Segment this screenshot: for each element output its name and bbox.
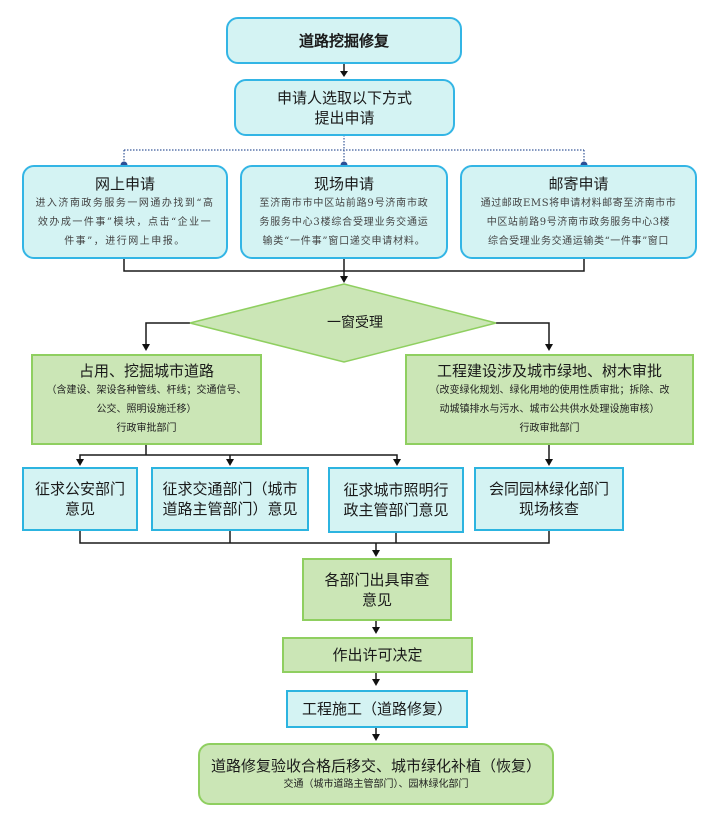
branch-road: 占用、挖掘城市道路 （含建设、架设各种管线、杆线；交通信号、 公交、照明设施迁移… xyxy=(31,354,262,445)
method-desc-line: 中区站前路9号济南市政务服务中心3楼 xyxy=(486,216,671,228)
branch-dept: 行政审批部门 xyxy=(519,423,580,434)
branch-desc-line: 公交、照明设施迁移） xyxy=(96,404,197,415)
branch-dept: 行政审批部门 xyxy=(116,423,177,434)
consult-line: 会同园林绿化部门 xyxy=(488,480,609,498)
method-title: 现场申请 xyxy=(313,174,374,193)
intro-box: 申请人选取以下方式 提出申请 xyxy=(234,79,455,136)
method-desc-line: 综合受理业务交通运输类“一件事”窗口 xyxy=(487,235,670,247)
consult-lighting: 征求城市照明行 政主管部门意见 xyxy=(328,467,464,533)
method-mail: 邮寄申请 通过邮政EMS将申请材料邮寄至济南市市 中区站前路9号济南市政务服务中… xyxy=(460,165,697,259)
consult-line: 道路主管部门）意见 xyxy=(162,500,298,518)
title-text: 道路挖掘修复 xyxy=(298,31,389,50)
consult-line: 意见 xyxy=(64,500,95,518)
method-desc-line: 件事”，进行网上申报。 xyxy=(64,235,186,247)
consult-police: 征求公安部门 意见 xyxy=(22,467,138,531)
consult-line: 现场核查 xyxy=(518,500,579,518)
method-desc-line: 至济南市市中区站前路9号济南市政 xyxy=(259,197,429,209)
method-title: 邮寄申请 xyxy=(548,174,609,193)
consult-traffic: 征求交通部门（城市 道路主管部门）意见 xyxy=(151,467,309,531)
final-box: 道路修复验收合格后移交、城市绿化补植（恢复） 交通（城市道路主管部门）、园林绿化… xyxy=(198,743,554,805)
intro-line1: 申请人选取以下方式 xyxy=(276,88,412,107)
construction-text: 工程施工（道路修复） xyxy=(301,700,452,718)
method-desc-line: 输类“一件事”窗口递交申请材料。 xyxy=(262,235,426,247)
intro-line2: 提出申请 xyxy=(314,108,375,127)
decision-label: 一窗受理 xyxy=(327,315,383,331)
consult-landscape: 会同园林绿化部门 现场核查 xyxy=(474,467,624,531)
method-desc-line: 通过邮政EMS将申请材料邮寄至济南市市 xyxy=(480,197,677,209)
title-box: 道路挖掘修复 xyxy=(226,17,462,64)
consult-line: 征求城市照明行 xyxy=(343,481,449,499)
method-desc-line: 务服务中心3楼综合受理业务交通运 xyxy=(259,216,429,228)
construction-box: 工程施工（道路修复） xyxy=(286,690,468,728)
permit-decision-text: 作出许可决定 xyxy=(332,646,423,664)
branch-title: 占用、挖掘城市道路 xyxy=(78,362,214,380)
permit-decision-box: 作出许可决定 xyxy=(282,637,473,673)
branch-desc-line: 动城镇排水与污水、城市公共供水处理设施审核） xyxy=(439,404,660,415)
method-desc-line: 效办成一件事”模块，点击“企业一 xyxy=(37,216,213,228)
review-line1: 各部门出具审查 xyxy=(324,570,430,589)
method-onsite: 现场申请 至济南市市中区站前路9号济南市政 务服务中心3楼综合受理业务交通运 输… xyxy=(240,165,448,259)
branch-desc-line: （改变绿化规划、绿化用地的使用性质审批；拆除、改 xyxy=(429,385,670,396)
branch-title: 工程建设涉及城市绿地、树木审批 xyxy=(436,362,662,380)
method-desc-line: 进入济南政务服务一网通办找到“高 xyxy=(35,197,215,209)
method-online: 网上申请 进入济南政务服务一网通办找到“高 效办成一件事”模块，点击“企业一 件… xyxy=(22,165,228,259)
review-line2: 意见 xyxy=(361,590,392,609)
branch-desc-line: （含建设、架设各种管线、杆线；交通信号、 xyxy=(46,385,247,396)
final-title: 道路修复验收合格后移交、城市绿化补植（恢复） xyxy=(210,756,541,775)
branch-greenery: 工程建设涉及城市绿地、树木审批 （改变绿化规划、绿化用地的使用性质审批；拆除、改… xyxy=(405,354,694,445)
method-title: 网上申请 xyxy=(94,174,155,193)
consult-line: 征求公安部门 xyxy=(34,480,125,498)
consult-line: 政主管部门意见 xyxy=(343,501,449,519)
consult-line: 征求交通部门（城市 xyxy=(162,480,298,498)
final-sub: 交通（城市道路主管部门）、园林绿化部门 xyxy=(283,778,469,790)
review-box: 各部门出具审查 意见 xyxy=(302,558,452,621)
